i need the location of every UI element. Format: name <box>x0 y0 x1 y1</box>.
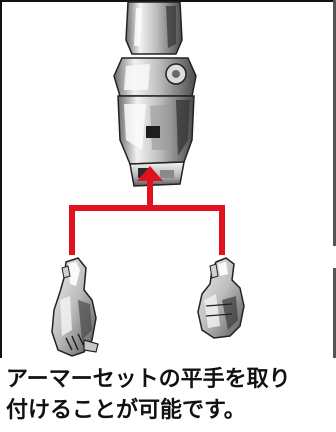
caption-line-2: 付けることが可能です。 <box>6 398 246 423</box>
caption-line-1: アーマーセットの平手を取り <box>6 367 291 392</box>
fist-hand-icon <box>197 257 245 339</box>
panel-border-right-upper <box>333 0 336 246</box>
panel-border-right-lower <box>333 268 336 358</box>
open-flat-hand-icon <box>51 257 99 357</box>
panel-border-left <box>0 0 2 358</box>
panel-border-top <box>0 0 336 2</box>
assembly-diagram <box>51 1 245 357</box>
red-branch-arrow-icon <box>69 166 225 255</box>
robot-forearm-icon <box>113 1 197 187</box>
instruction-caption: アーマーセットの平手を取り 付けることが可能です。 <box>6 364 332 426</box>
